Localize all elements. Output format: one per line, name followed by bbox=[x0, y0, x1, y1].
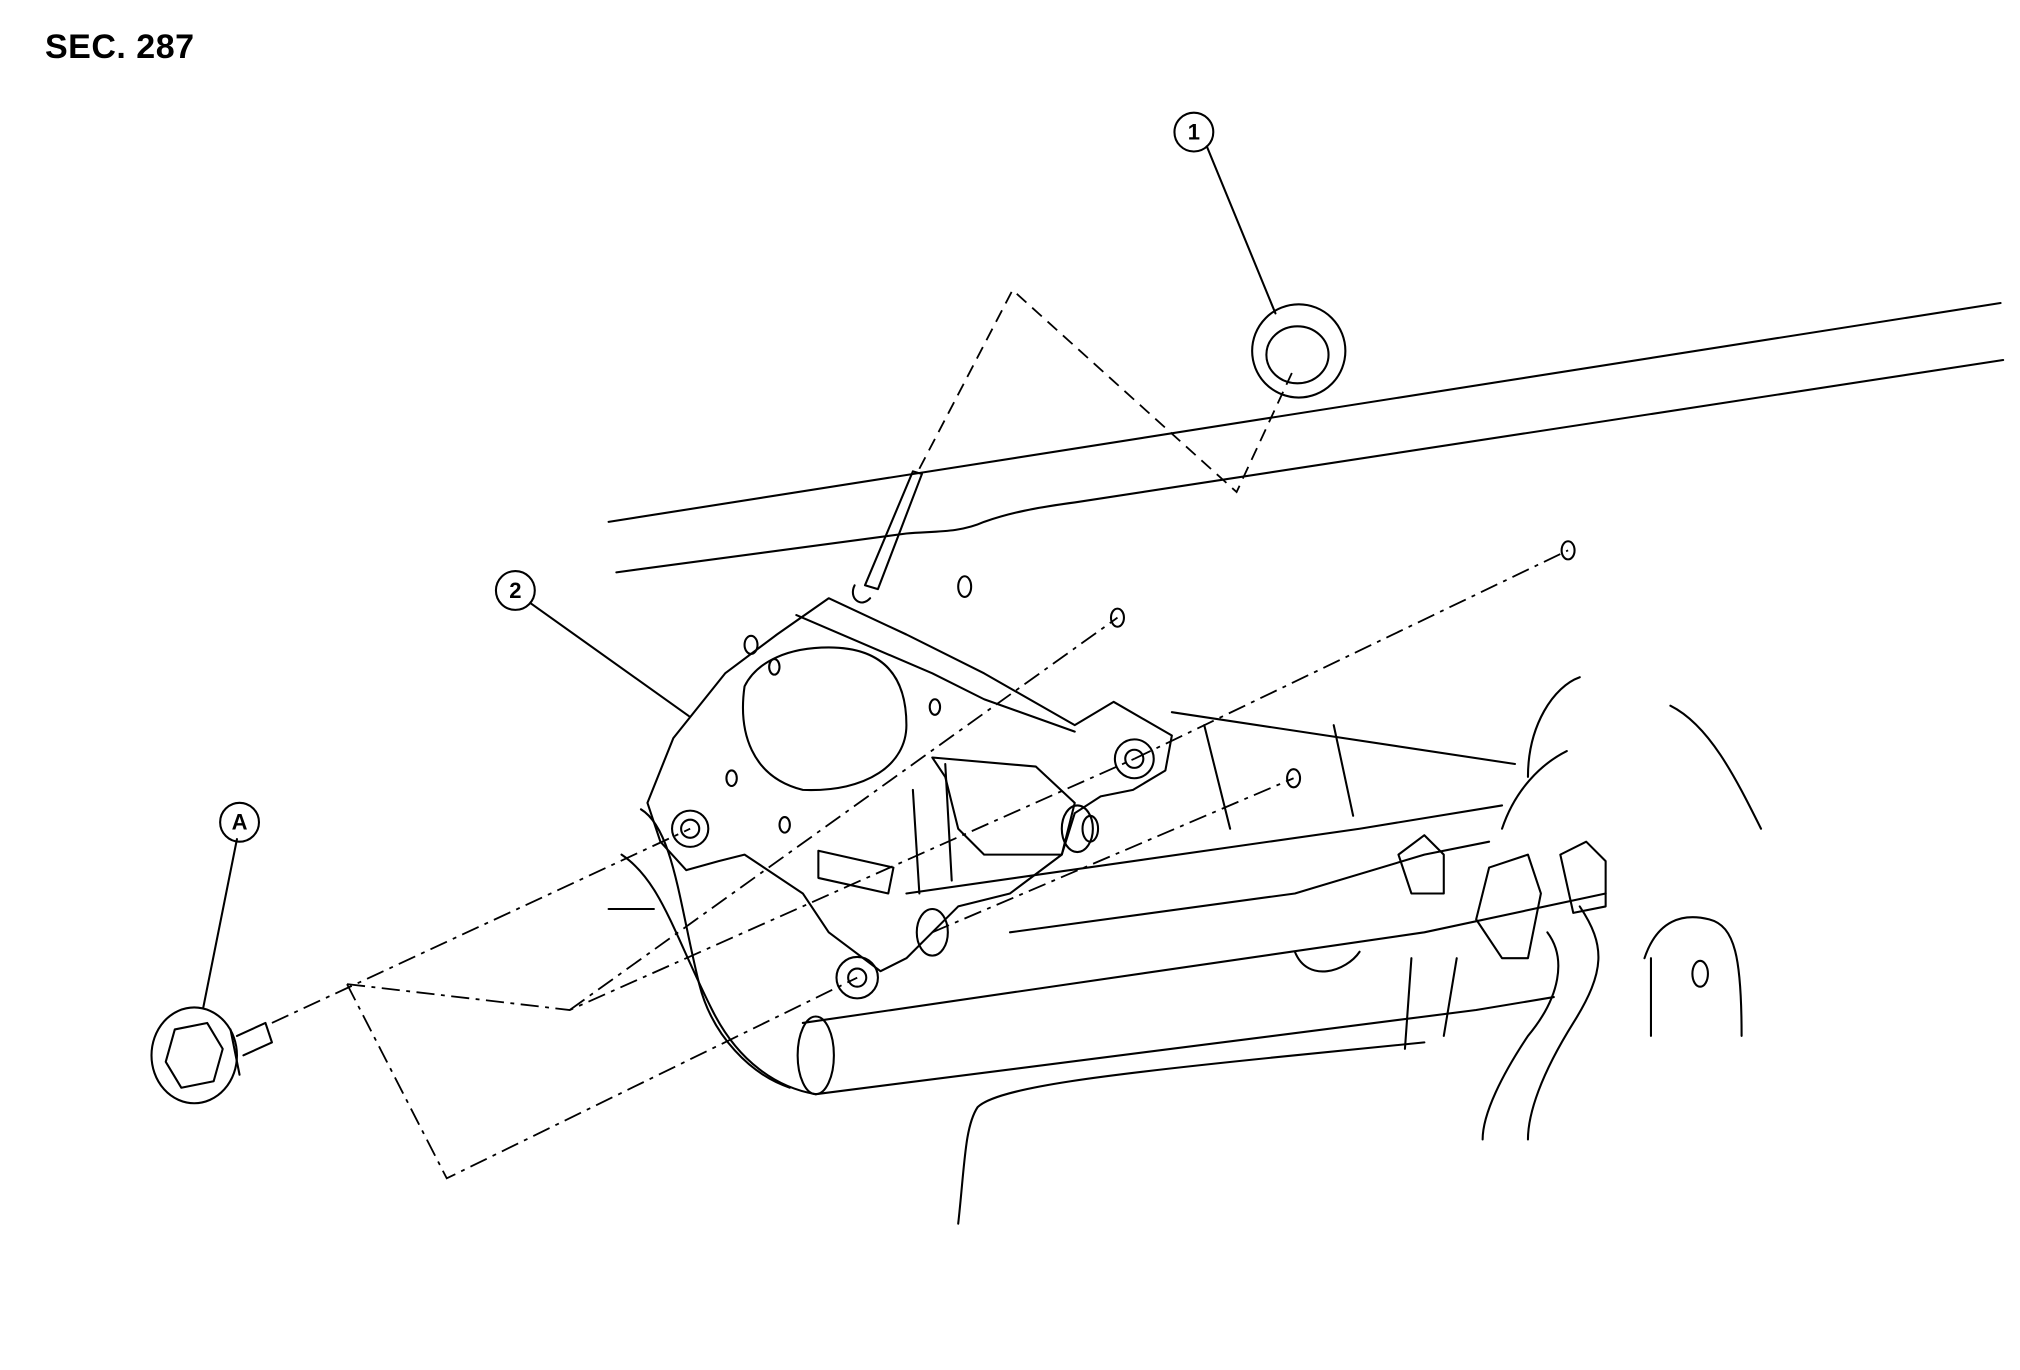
leader-line-1 bbox=[1205, 145, 1277, 315]
body-panel bbox=[607, 301, 2005, 574]
leader-line-2 bbox=[529, 602, 690, 718]
panel-holes bbox=[957, 540, 1576, 789]
antenna-bracket bbox=[646, 597, 1173, 1000]
antenna-rod bbox=[852, 470, 923, 604]
callout-2-label: 2 bbox=[509, 578, 521, 603]
callout-1-label: 1 bbox=[1188, 120, 1200, 145]
bolt bbox=[150, 1006, 273, 1105]
section-label: SEC. 287 bbox=[45, 28, 195, 66]
callout-a-label: A bbox=[232, 810, 248, 835]
callout-a: A bbox=[219, 801, 261, 843]
callout-2: 2 bbox=[494, 570, 536, 611]
callout-1: 1 bbox=[1173, 111, 1215, 153]
assembly-lines bbox=[271, 288, 1569, 1180]
grommet bbox=[1251, 303, 1347, 399]
vehicle-structure bbox=[607, 676, 1763, 1225]
leader-line-a bbox=[202, 838, 238, 1009]
